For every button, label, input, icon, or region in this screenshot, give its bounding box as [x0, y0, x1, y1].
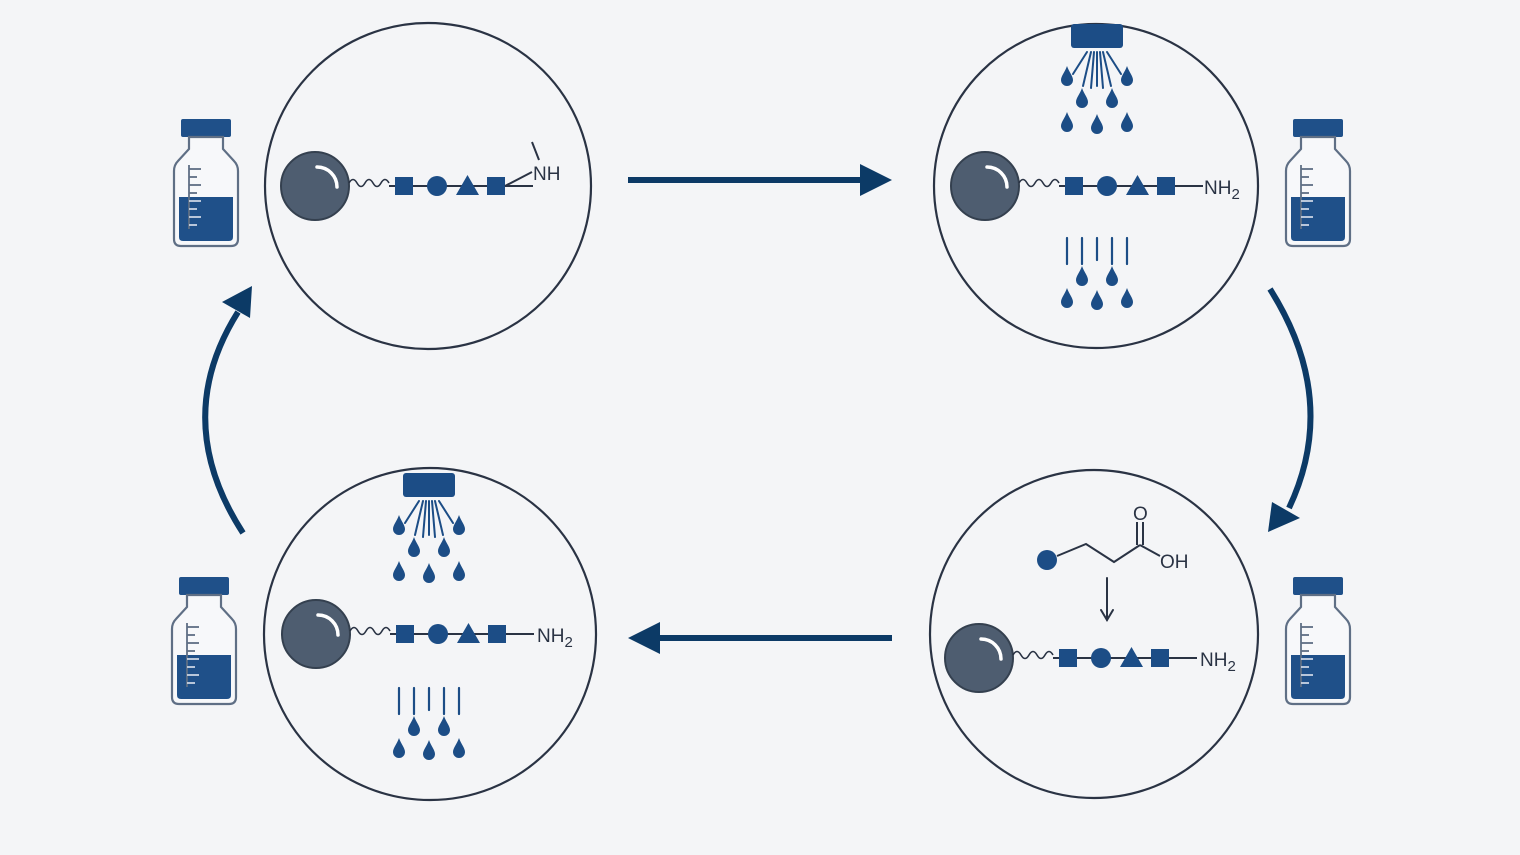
cycle-arrow-right — [1267, 287, 1314, 532]
peptide-chain-icon — [1018, 174, 1204, 197]
resin-bead-icon — [949, 150, 1021, 222]
cycle-arrow-bottom — [628, 622, 892, 654]
resin-bead-icon — [280, 598, 352, 670]
amine-label: NH — [533, 164, 560, 185]
rinse-drops-icon — [1061, 238, 1133, 310]
wash-spray-icon — [393, 473, 465, 583]
hydroxyl-label: OH — [1160, 552, 1189, 573]
resin-bead-icon — [943, 622, 1015, 694]
resin-bead-icon — [279, 150, 351, 222]
reagent-vial-icon — [1284, 575, 1352, 706]
oxygen-label: O — [1133, 504, 1148, 525]
down-arrow-icon — [1100, 577, 1114, 622]
stage-bottom-right: O OH NH2 — [943, 504, 1236, 694]
wash-spray-icon — [1061, 24, 1133, 134]
stage-top-left-circle — [263, 21, 593, 351]
reagent-vial-icon — [1284, 117, 1352, 248]
stage-top-right: NH2 — [949, 24, 1240, 310]
rinse-drops-icon — [393, 688, 465, 760]
amine-label: NH2 — [537, 626, 573, 651]
stage-bottom-left: NH2 — [280, 473, 573, 760]
stage-bottom-left-circle — [262, 466, 598, 802]
amine-label: NH2 — [1204, 178, 1240, 203]
peptide-chain-icon — [349, 622, 535, 645]
peptide-chain-icon — [1012, 646, 1198, 669]
reagent-molecule: O OH — [1037, 504, 1189, 573]
cycle-arrow-left — [202, 286, 252, 535]
stage-bottom-right-circle — [928, 468, 1260, 800]
amine-label: NH2 — [1200, 650, 1236, 675]
reagent-vial-icon — [172, 117, 240, 248]
stage-top-left: NH — [279, 141, 560, 222]
reagent-vial-icon — [170, 575, 238, 706]
cycle-arrow-top — [628, 164, 892, 196]
